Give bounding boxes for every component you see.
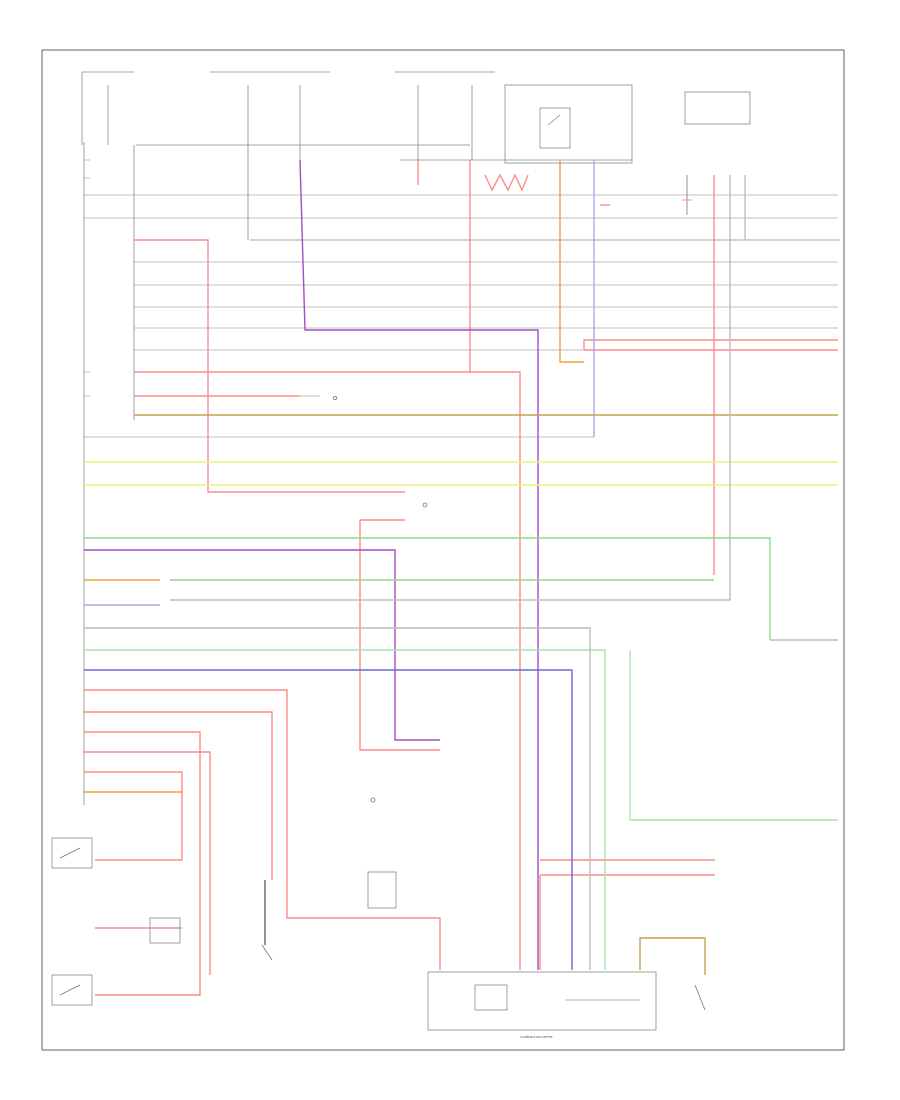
combination-meter-label: COMBINATION METER — [520, 1035, 553, 1039]
combination-meter-box — [427, 971, 657, 1031]
diagram-frame — [41, 49, 845, 1051]
meter-inner-box — [474, 984, 508, 1011]
fuse-block-top — [81, 71, 495, 240]
horizontal-harness — [84, 194, 838, 438]
back-door-switch-icon — [367, 871, 397, 909]
relay-switch-icon — [539, 107, 571, 149]
control-unit-box — [684, 91, 751, 125]
component-symbols — [51, 175, 706, 1011]
connector-icon — [149, 917, 181, 944]
relay-box — [504, 84, 633, 164]
terminal-ticks — [84, 159, 90, 397]
relay-contact — [547, 114, 561, 126]
wire-set — [84, 159, 838, 996]
door-switch-2-icon — [51, 974, 93, 1006]
door-switch-icon — [51, 837, 93, 869]
ground-icon — [370, 797, 376, 803]
